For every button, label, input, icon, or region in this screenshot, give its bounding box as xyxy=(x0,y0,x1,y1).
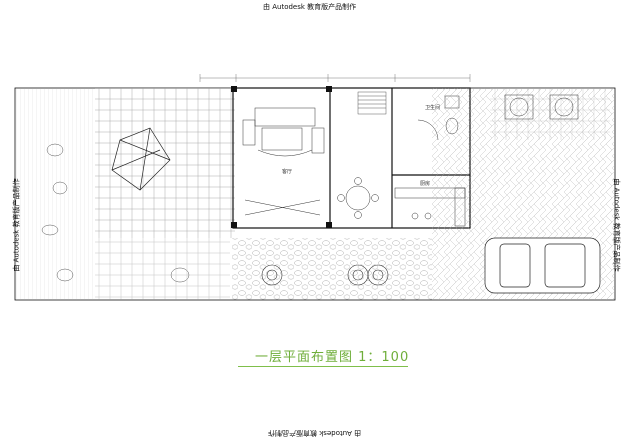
title-underline xyxy=(238,366,408,367)
ac-units xyxy=(504,94,579,120)
columns xyxy=(231,86,332,228)
staircase xyxy=(357,91,387,115)
drawing-title: 一层平面布置图 1：100 xyxy=(255,350,410,365)
dining-table xyxy=(337,177,379,219)
watermark-top: 由 Autodesk 教育版产品制作 xyxy=(263,3,357,11)
dimension-line xyxy=(199,74,471,82)
front-courtyard xyxy=(232,238,432,300)
room-label-bathroom: 卫生间 xyxy=(425,105,441,111)
planters xyxy=(261,264,389,286)
patio-tiles xyxy=(95,88,235,238)
room-label-kitchen: 厨房 xyxy=(420,181,431,187)
pavilion xyxy=(111,127,171,191)
room-label-living: 客厅 xyxy=(282,169,293,175)
living-furniture xyxy=(242,107,325,216)
car-icon xyxy=(484,237,601,294)
left-garden xyxy=(15,88,190,300)
